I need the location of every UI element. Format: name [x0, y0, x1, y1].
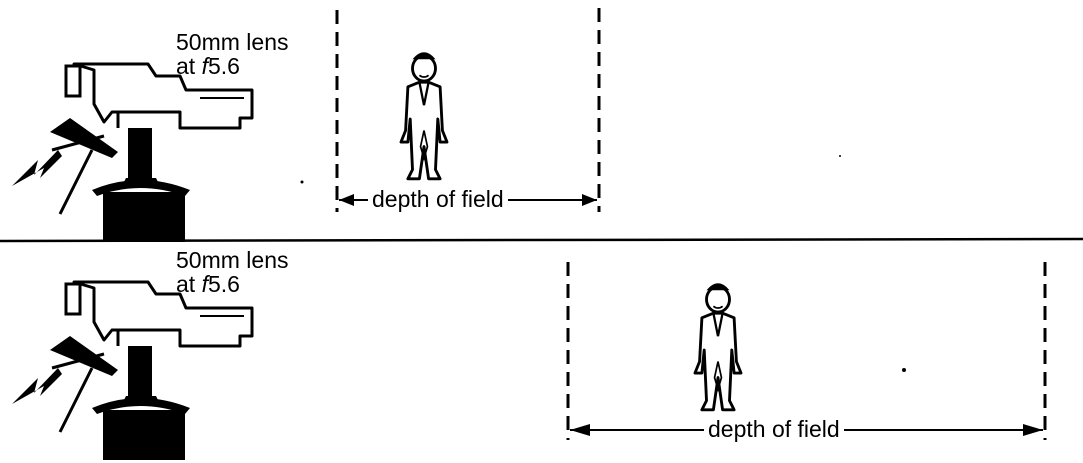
depth-arrowhead-right-top — [582, 194, 597, 206]
panel-divider — [0, 237, 1083, 243]
camera-illustration-bottom — [10, 280, 254, 462]
lens-focal-length-top: 50mm lens — [176, 29, 289, 55]
lens-label-top: 50mm lens at f5.6 — [176, 30, 288, 78]
person-figure-top — [399, 50, 449, 181]
depth-of-field-label-bottom: depth of field — [704, 417, 844, 441]
depth-of-field-label-top: depth of field — [368, 187, 508, 211]
lens-aperture-bottom: at f5.6 — [176, 271, 240, 297]
lens-aperture-top: at f5.6 — [176, 53, 240, 79]
lens-label-bottom: 50mm lens at f5.6 — [176, 248, 288, 296]
depth-arrowhead-left-bottom — [570, 424, 590, 436]
depth-arrowhead-right-bottom — [1023, 424, 1043, 436]
depth-arrowhead-left-top — [339, 194, 354, 206]
person-figure-bottom — [693, 281, 743, 412]
camera-illustration-top — [10, 62, 254, 244]
lens-focal-length-bottom: 50mm lens — [176, 247, 289, 273]
